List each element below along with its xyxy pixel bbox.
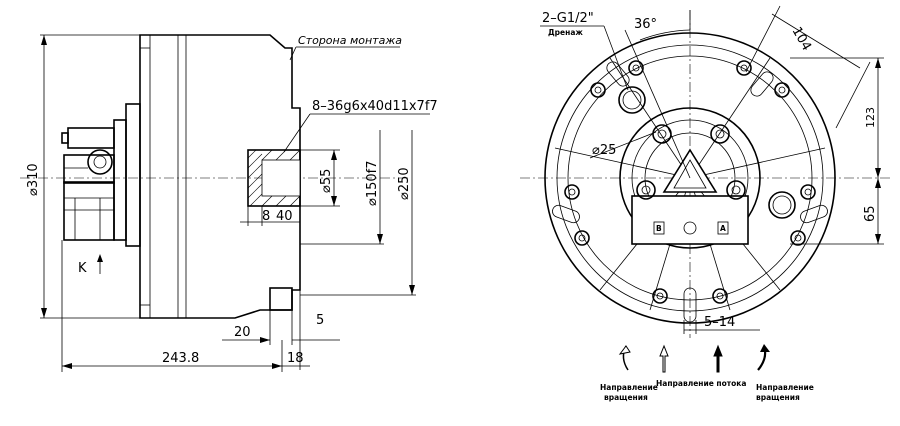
shaft-hatching	[247, 149, 301, 207]
view-k-label: K	[78, 261, 87, 276]
spline-label: 8–36g6x40d11x7f7	[312, 99, 438, 114]
drain-port-1	[618, 86, 646, 114]
slot-bottom	[683, 287, 697, 323]
rotation-left-line1: Направление	[600, 383, 658, 392]
dim-25: ⌀25	[592, 143, 616, 158]
dim-55: ⌀55	[319, 169, 334, 193]
dim-104: 104	[789, 25, 814, 54]
rotation-right-line1: Направление	[756, 383, 814, 392]
mounting-side-label: Сторона монтажа	[298, 34, 402, 47]
bottom-boss	[269, 287, 293, 311]
port-b-box	[653, 221, 665, 235]
flow-label: Направление потока	[656, 379, 746, 388]
dim-150: ⌀150f7	[365, 161, 380, 207]
dim-40: 40	[276, 209, 293, 224]
port-a-label: A	[720, 224, 726, 233]
angle-36: 36°	[634, 17, 657, 32]
dim-310: ⌀310	[26, 163, 41, 196]
rear-port-block	[63, 181, 115, 241]
dim-5: 5	[316, 313, 324, 328]
center-logo-icon	[662, 148, 718, 193]
inner-bolts	[636, 124, 746, 200]
legend: Направление вращения Направление потока …	[600, 344, 814, 402]
drain-port-label: 2–G1/2"	[542, 11, 594, 26]
drain-port-2	[768, 191, 796, 219]
dim-2438: 243.8	[162, 351, 199, 366]
dim-20: 20	[234, 325, 251, 340]
flow-outline-arrow-icon	[659, 344, 669, 373]
rear-hub	[125, 103, 141, 247]
rotation-right-line2: вращения	[756, 393, 800, 402]
dim-65: 65	[863, 205, 878, 222]
dim-slot: 5–14	[704, 315, 735, 330]
port-block	[631, 195, 749, 245]
front-outer-circle	[544, 32, 836, 324]
dim-250: ⌀250	[397, 167, 412, 200]
port-b-label: B	[656, 224, 662, 233]
rotation-left-line2: вращения	[604, 393, 648, 402]
dim-123: 123	[864, 107, 877, 128]
dim-8: 8	[262, 209, 270, 224]
inner-hub	[619, 107, 761, 249]
outer-bolts	[564, 60, 816, 304]
drain-label: Дренаж	[548, 28, 583, 37]
port-a-box	[717, 221, 729, 235]
dim-18: 18	[287, 351, 304, 366]
flow-solid-arrow-icon	[713, 344, 723, 373]
view-k-arrow-icon	[97, 254, 103, 262]
side-view: ⌀310 Сторона монтажа 8–36g6x40d11x7f7 ⌀5…	[20, 34, 438, 372]
front-view: B A	[520, 5, 890, 338]
